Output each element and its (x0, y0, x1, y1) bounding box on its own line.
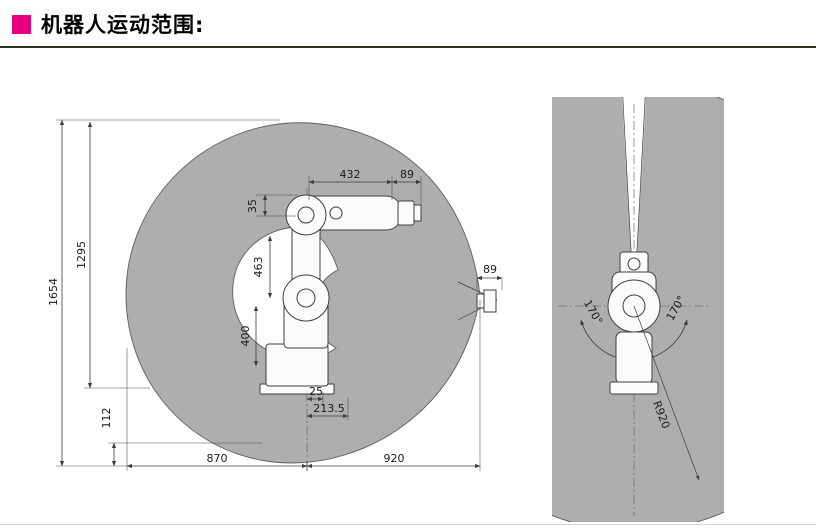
dim-89-side-label: 89 (483, 263, 497, 276)
section-accent-square (12, 14, 31, 34)
robot-top-view (607, 251, 661, 395)
dim-89-top-label: 89 (400, 168, 414, 181)
top-view: 170° 170° R920 (552, 97, 724, 522)
side-view: 432 89 35 463 400 1295 1654 112 25 (47, 119, 503, 472)
dim-213-5-label: 213.5 (313, 402, 345, 415)
motion-range-diagram: 432 89 35 463 400 1295 1654 112 25 (0, 48, 816, 526)
bottom-divider (0, 524, 816, 525)
r920-leader-line (633, 305, 700, 481)
dim-432-label: 432 (340, 168, 361, 181)
dim-112-label: 112 (100, 408, 113, 429)
dim-35-label: 35 (246, 199, 259, 213)
dim-870-label: 870 (207, 452, 228, 465)
dim-1295-label: 1295 (75, 241, 88, 269)
dim-25-label: 25 (309, 385, 323, 398)
motion-range-svg: 432 89 35 463 400 1295 1654 112 25 (47, 97, 724, 522)
page-title: 机器人运动范围: (41, 13, 205, 37)
dim-400-label: 400 (239, 326, 252, 347)
dim-920-label: 920 (384, 452, 405, 465)
dim-463-label: 463 (252, 257, 265, 278)
robot-arm-side (259, 194, 422, 395)
wrist-detail-side (457, 281, 498, 321)
section-header: 机器人运动范围: (0, 0, 816, 48)
dim-1654-label: 1654 (47, 278, 60, 306)
